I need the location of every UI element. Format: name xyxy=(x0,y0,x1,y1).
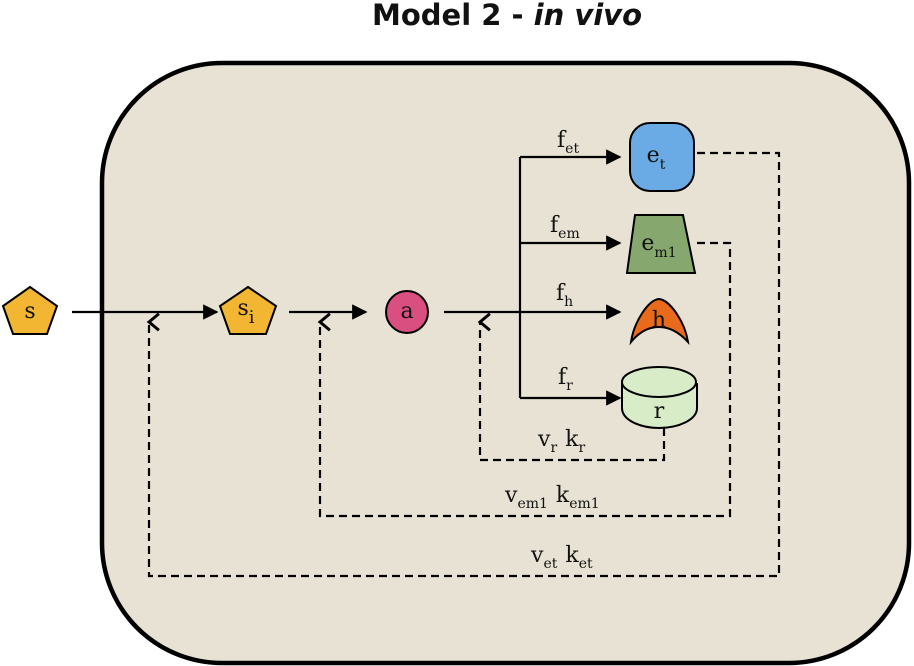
label-s: s xyxy=(24,299,35,324)
r-top-shape xyxy=(621,366,697,398)
em1-shape xyxy=(625,214,697,274)
node-a[interactable]: a xyxy=(385,290,429,334)
node-si[interactable]: si xyxy=(218,285,278,335)
h-shape xyxy=(629,297,690,346)
feedback-r xyxy=(477,312,666,462)
flux-label-fh: fh xyxy=(556,281,573,310)
node-et[interactable]: et xyxy=(629,122,695,192)
diagram-title: Model 2 - in vivo xyxy=(372,0,642,32)
feedback-em1 xyxy=(317,241,732,518)
label-em1: em1 xyxy=(641,231,676,261)
flux-label-fr: fr xyxy=(558,365,573,394)
label-a: a xyxy=(400,299,413,324)
title-italic: in vivo xyxy=(534,0,642,32)
flux-label-fem: fem xyxy=(550,213,580,242)
et-shape xyxy=(629,122,695,192)
node-r[interactable]: r xyxy=(621,366,698,430)
node-em1[interactable]: em1 xyxy=(625,214,697,274)
node-s[interactable]: s xyxy=(1,285,59,335)
node-h[interactable]: h xyxy=(629,297,690,346)
flux-label-fet: fet xyxy=(557,128,579,157)
label-si: si xyxy=(237,296,254,328)
title-main: Model 2 - xyxy=(372,0,534,32)
circle-a-shape xyxy=(385,290,429,334)
pentagon-si-shape xyxy=(218,285,278,335)
label-r: r xyxy=(654,399,665,424)
label-et: et xyxy=(647,143,666,173)
cell-compartment xyxy=(99,60,912,666)
feedback-et xyxy=(146,151,781,578)
label-h: h xyxy=(652,308,666,333)
pentagon-s-shape xyxy=(1,285,59,335)
